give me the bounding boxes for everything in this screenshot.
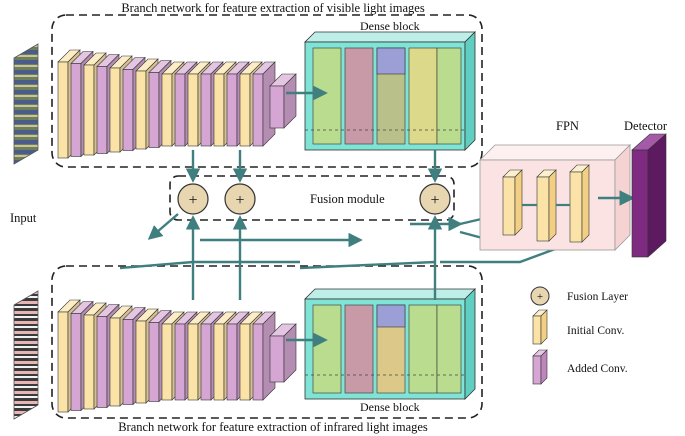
fusion-layer-icon: [530, 286, 550, 306]
fpn-layer-2: [536, 169, 557, 242]
dense-block-top: [304, 31, 476, 151]
fpn-layer-1: [502, 169, 523, 236]
legend-label-added: Added Conv.: [567, 363, 628, 375]
input-label: Input: [10, 211, 37, 225]
legend: + Fusion Layer Initial Conv. Added Conv.: [530, 286, 628, 385]
initial-conv-icon: [532, 309, 548, 345]
dense-block-bottom: [304, 288, 476, 400]
dense-top-slab-4: [408, 47, 438, 145]
legend-initial-conv: Initial Conv.: [532, 309, 625, 345]
legend-added-conv: Added Conv.: [532, 349, 628, 385]
bottom-conv-stack: [57, 299, 297, 413]
dense-top-slab-1: [312, 47, 342, 145]
dense-top-slab-2: [344, 47, 374, 145]
fusion-node-1: +: [177, 183, 209, 215]
top-branch-box: [51, 14, 483, 168]
dense-top-slab-5: [436, 47, 462, 145]
fusion-module-box: [169, 175, 455, 221]
legend-fusion-layer: + Fusion Layer: [530, 286, 628, 306]
added-conv-icon: [532, 349, 548, 385]
detector-label: Detector: [624, 119, 668, 133]
bottom-branch-box: [51, 265, 483, 419]
fpn-block: [479, 144, 631, 251]
dense-bottom-slab-5: [436, 304, 462, 394]
detector-block: [631, 133, 667, 258]
legend-label-fusion: Fusion Layer: [567, 291, 628, 303]
bottom-branch-label: Branch network for feature extraction of…: [118, 420, 428, 434]
top-added-conv-final: [269, 73, 297, 129]
svg-text:+: +: [537, 291, 543, 303]
dense-bottom-slab-4: [408, 304, 438, 394]
dense-bottom-slab-1: [312, 304, 342, 394]
plus-icon: +: [430, 192, 439, 209]
fusion-node-3: +: [419, 183, 451, 215]
infrared-input-image: [13, 290, 39, 420]
fpn-label: FPN: [556, 119, 579, 133]
top-conv-stack: [57, 49, 297, 159]
plus-icon: +: [235, 192, 244, 209]
fusion-module-label: Fusion module: [310, 192, 385, 206]
dense-block-top-label: Dense block: [360, 19, 420, 33]
fusion-node-2: +: [224, 183, 256, 215]
visible-input-image: [13, 43, 39, 165]
legend-label-initial: Initial Conv.: [567, 325, 625, 337]
fpn-layer-3: [569, 164, 590, 243]
bottom-added-conv-final: [269, 323, 297, 383]
top-branch-label: Branch network for feature extraction of…: [121, 1, 425, 15]
plus-icon: +: [188, 192, 197, 209]
dense-bottom-slab-2: [344, 304, 374, 394]
dense-block-bottom-label: Dense block: [360, 400, 420, 414]
